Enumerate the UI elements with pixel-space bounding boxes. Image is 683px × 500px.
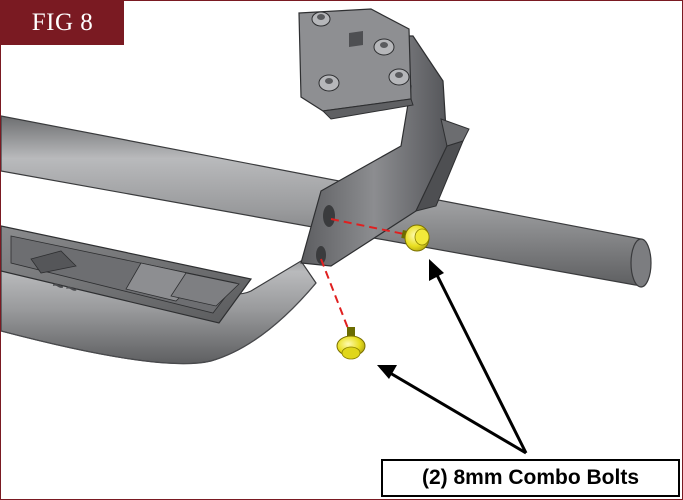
plate-bolt <box>388 68 410 86</box>
bracket-slot-lower <box>316 246 326 264</box>
alignment-guide-lower <box>320 258 350 332</box>
callout-arrow-lower <box>377 365 527 455</box>
plate-bolt <box>311 11 331 27</box>
combo-bolt-upper-icon <box>401 224 430 252</box>
callout-label: (2) 8mm Combo Bolts <box>381 459 680 497</box>
figure-label: FIG 8 <box>1 1 124 45</box>
combo-bolt-lower-icon <box>336 327 366 360</box>
plate-bolt <box>318 74 340 92</box>
step-pad: ~~ <box>1 225 253 324</box>
plate-bolt <box>373 38 395 56</box>
callout-arrow-upper <box>429 259 528 454</box>
alignment-guide-upper <box>330 218 410 236</box>
mounting-plate <box>298 8 470 147</box>
bracket-slot-upper <box>323 205 335 227</box>
